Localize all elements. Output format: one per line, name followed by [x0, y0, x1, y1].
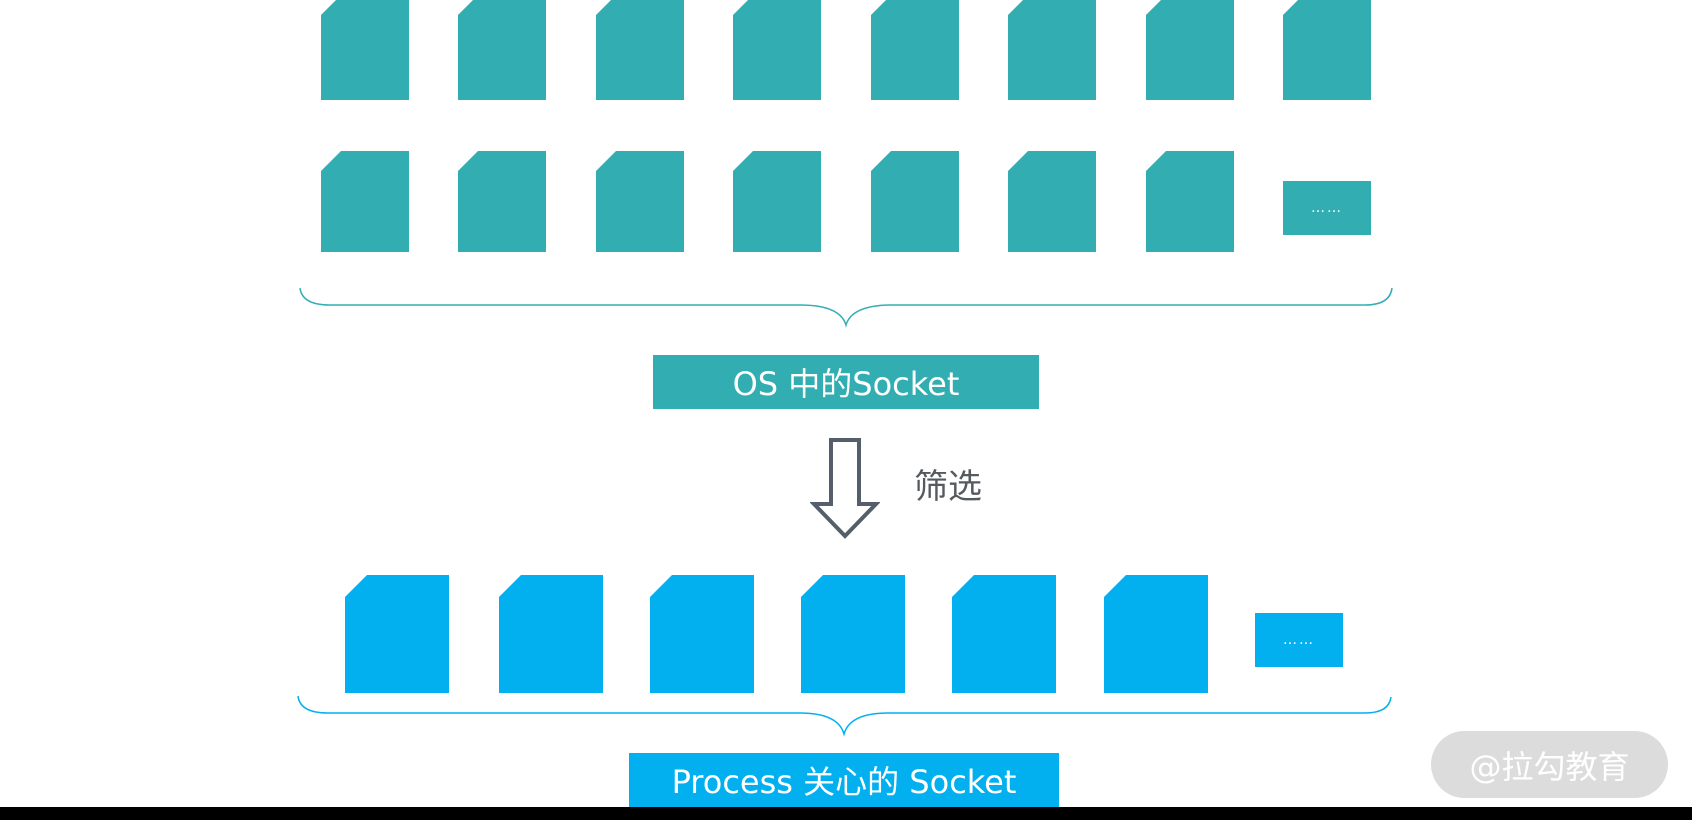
bottom-bar [0, 807, 1692, 820]
process-socket-more: …… [1255, 613, 1343, 667]
os-socket [871, 151, 959, 252]
down-arrow-icon [810, 438, 880, 539]
process-socket [1104, 575, 1208, 693]
os-socket [321, 0, 409, 100]
process-socket [345, 575, 449, 693]
os-socket [733, 151, 821, 252]
os-socket [458, 0, 546, 100]
process-socket-label: Process 关心的 Socket [629, 753, 1059, 807]
os-socket [1146, 0, 1234, 100]
os-socket [871, 0, 959, 100]
process-socket [650, 575, 754, 693]
os-socket [1283, 0, 1371, 100]
process-socket [952, 575, 1056, 693]
os-socket-more: …… [1283, 181, 1371, 235]
os-socket [1146, 151, 1234, 252]
process-socket [499, 575, 603, 693]
os-socket [1008, 0, 1096, 100]
os-socket [458, 151, 546, 252]
filter-label: 筛选 [914, 467, 982, 507]
process-socket [801, 575, 905, 693]
os-socket [733, 0, 821, 100]
os-socket [1008, 151, 1096, 252]
os-socket-label: OS 中的Socket [653, 355, 1039, 409]
os-socket [596, 0, 684, 100]
os-socket [321, 151, 409, 252]
os-socket [596, 151, 684, 252]
watermark: @拉勾教育 [1431, 731, 1668, 798]
